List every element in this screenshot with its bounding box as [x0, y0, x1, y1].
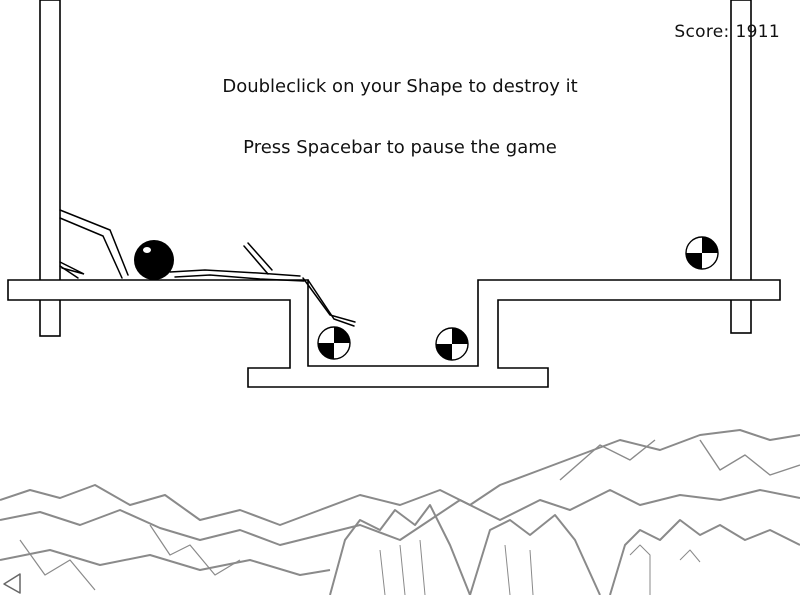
crash-target-icon: [685, 236, 719, 270]
left-wall: [39, 0, 61, 337]
level-walls: [7, 0, 781, 388]
left-arrow-icon[interactable]: [0, 572, 24, 595]
right-wall: [730, 0, 752, 334]
score-value: 1911: [735, 22, 780, 42]
instruction-destroy: Doubleclick on your Shape to destroy it: [222, 76, 578, 97]
instruction-pause: Press Spacebar to pause the game: [243, 137, 557, 158]
floor-platform: [7, 279, 781, 388]
mountain-background: [0, 429, 800, 595]
score-label: Score:: [674, 22, 730, 42]
crash-target-icon: [435, 327, 469, 361]
score-display: Score:1911: [674, 22, 780, 42]
player-ball[interactable]: [134, 240, 174, 280]
ragdoll-figure: [59, 209, 356, 327]
ball-highlight: [143, 247, 151, 253]
crash-target-icon: [317, 326, 351, 360]
